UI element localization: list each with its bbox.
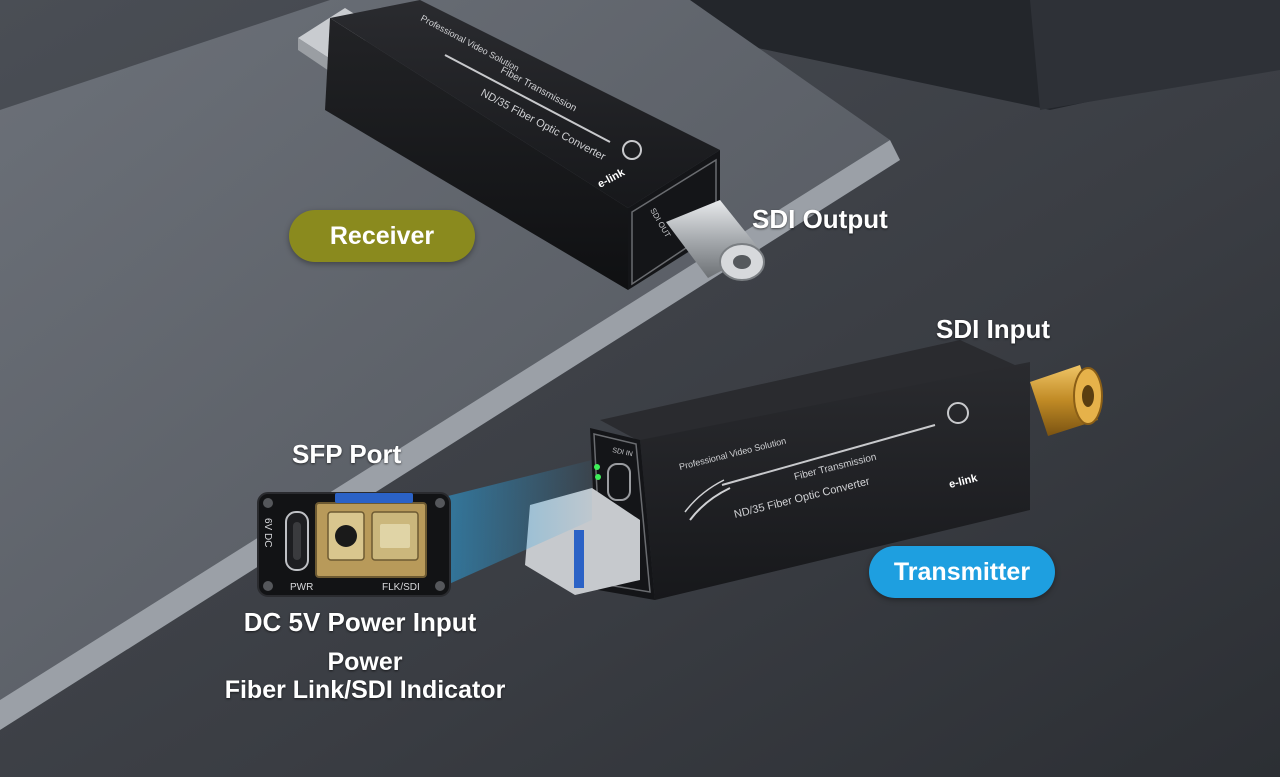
sdi-input-label: SDI Input [936, 314, 1051, 344]
zoom-beam [440, 460, 592, 588]
screw-icon [435, 581, 445, 591]
sfp-blue-latch [335, 493, 413, 503]
fiber-ferrule [335, 525, 357, 547]
transmitter-front-face [640, 362, 1030, 600]
transmitter-pill: Transmitter [869, 546, 1055, 598]
panel-voltage-label: 6V DC [262, 518, 273, 547]
power-led [594, 464, 600, 470]
platform-edge [0, 140, 900, 730]
receiver-pill: Receiver [289, 210, 475, 262]
receiver-device [298, 0, 765, 290]
transmitter-fiber-swoosh-icon [689, 487, 731, 521]
back-block-face [1030, 0, 1280, 110]
transmitter-print-port: SDI IN [612, 447, 634, 458]
fiber-link-label: Fiber Link/SDI Indicator [224, 676, 506, 704]
transmitter-usb-c-port-icon [607, 463, 631, 501]
transmitter-top-face [600, 340, 1030, 455]
power-label: Power [327, 648, 403, 676]
panel-flk-label: FLK/SDI [382, 582, 420, 593]
sfp-blue-latch [574, 530, 584, 588]
receiver-top-face [330, 0, 720, 208]
dc-power-label: DC 5V Power Input [243, 607, 477, 637]
receiver-side-face [325, 18, 628, 290]
screw-icon [435, 498, 445, 508]
screw-icon [263, 581, 273, 591]
panel-pwr-label: PWR [290, 582, 313, 593]
sfp-port-label: SFP Port [292, 439, 402, 469]
transmitter-device [525, 340, 1103, 600]
port-panel-closeup [257, 492, 451, 597]
fiber-link-led [595, 474, 601, 480]
receiver-label: Receiver [329, 221, 435, 250]
screw-icon [263, 498, 273, 508]
transmitter-label: Transmitter [893, 557, 1031, 586]
sdi-output-label: SDI Output [752, 204, 888, 234]
